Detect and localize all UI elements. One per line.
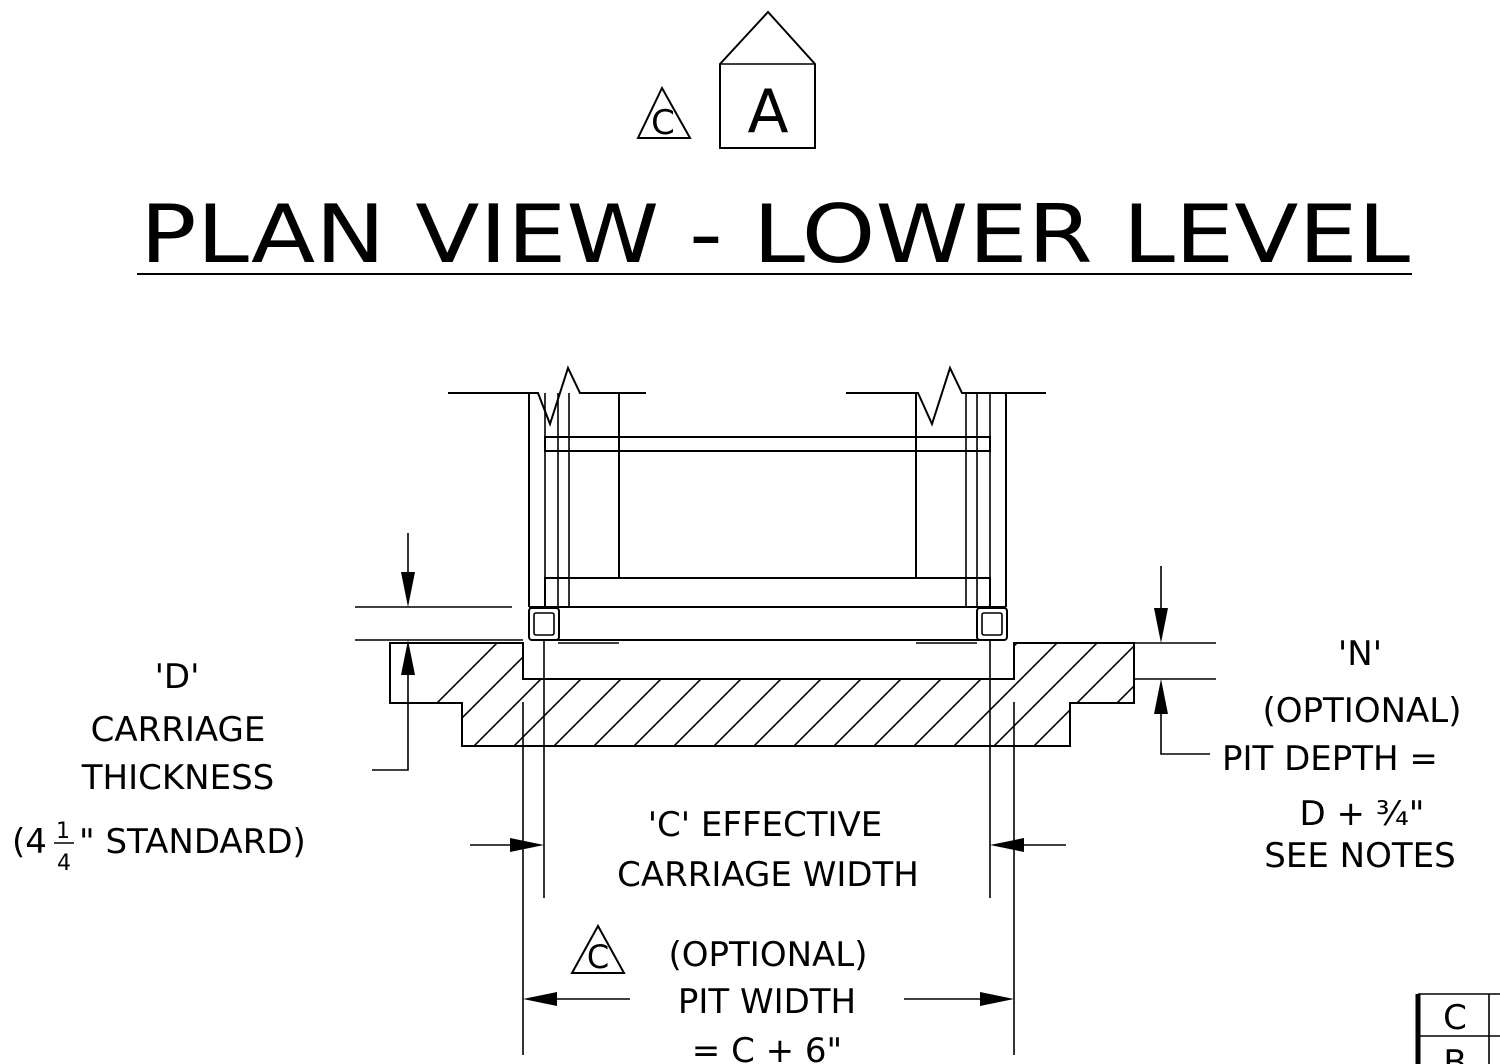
hatch-line [939, 643, 1066, 746]
d-thickness-label: THICKNESS [81, 758, 274, 798]
d-dimension-label: 'D' CARRIAGE THICKNESS (4 1 4 " STANDARD… [12, 657, 306, 876]
revision-marker-letter: C [651, 103, 675, 143]
view-marker: A [719, 10, 816, 149]
page-title: PLAN VIEW - LOWER LEVEL [140, 188, 1411, 281]
d-standard-prefix: (4 [12, 822, 47, 862]
pit-width-label: C (OPTIONAL) PIT WIDTH = C + 6" [570, 923, 868, 1064]
hatch-line [419, 643, 546, 746]
pit-width-label-text: PIT WIDTH [678, 982, 856, 1022]
n-formula-label: D + ¾" [1300, 794, 1425, 834]
d-standard-numerator: 1 [56, 819, 70, 844]
c-dimension-label: 'C' EFFECTIVE CARRIAGE WIDTH [617, 805, 919, 895]
n-optional-label: (OPTIONAL) [1263, 691, 1462, 731]
pit-width-revision-letter: C [587, 938, 609, 976]
hatch-line [819, 643, 946, 746]
dimension-lines [355, 533, 1216, 1055]
pit-width-formula: = C + 6" [692, 1031, 842, 1064]
revision-table: C B [1415, 993, 1500, 1064]
hatch-line [739, 643, 866, 746]
d-standard-suffix: " STANDARD) [79, 822, 306, 862]
hatch-line [979, 643, 1106, 746]
carriage-frame [528, 393, 1008, 644]
hatch-line [859, 643, 986, 746]
view-marker-letter: A [747, 77, 788, 147]
revision-marker: C [636, 85, 692, 143]
revision-triangle-icon [636, 85, 692, 139]
hatch-line [1059, 643, 1134, 746]
hatch-line [539, 643, 666, 746]
c-carriage-width-label: CARRIAGE WIDTH [617, 855, 919, 895]
hatch-line [499, 643, 626, 746]
view-marker-shape [719, 10, 816, 149]
n-see-notes-label: SEE NOTES [1264, 836, 1455, 876]
n-name-label: 'N' [1338, 634, 1382, 674]
hatch-line [1019, 643, 1134, 746]
n-dimension-label: 'N' (OPTIONAL) PIT DEPTH = D + ¾" SEE NO… [1222, 634, 1462, 876]
hatch-line [390, 643, 506, 746]
hatch-line [579, 643, 706, 746]
d-carriage-label: CARRIAGE [91, 710, 266, 750]
hatch-line [899, 643, 1026, 746]
wall-break-lines [448, 365, 1046, 427]
hatch-line [619, 643, 746, 746]
d-standard-denominator: 4 [57, 851, 71, 876]
n-pit-depth-label: PIT DEPTH = [1222, 739, 1438, 779]
c-effective-label: 'C' EFFECTIVE [648, 805, 883, 845]
pit-section [389, 642, 1135, 747]
revision-table-row-c: C [1443, 998, 1467, 1038]
hatch-line [779, 643, 906, 746]
revision-table-row-b: B [1443, 1043, 1466, 1064]
pit-width-revision-icon [570, 923, 626, 974]
hatch-line [699, 643, 826, 746]
d-name-label: 'D' [155, 657, 200, 697]
pit-width-optional-label: (OPTIONAL) [669, 935, 868, 975]
hatch-line [659, 643, 786, 746]
